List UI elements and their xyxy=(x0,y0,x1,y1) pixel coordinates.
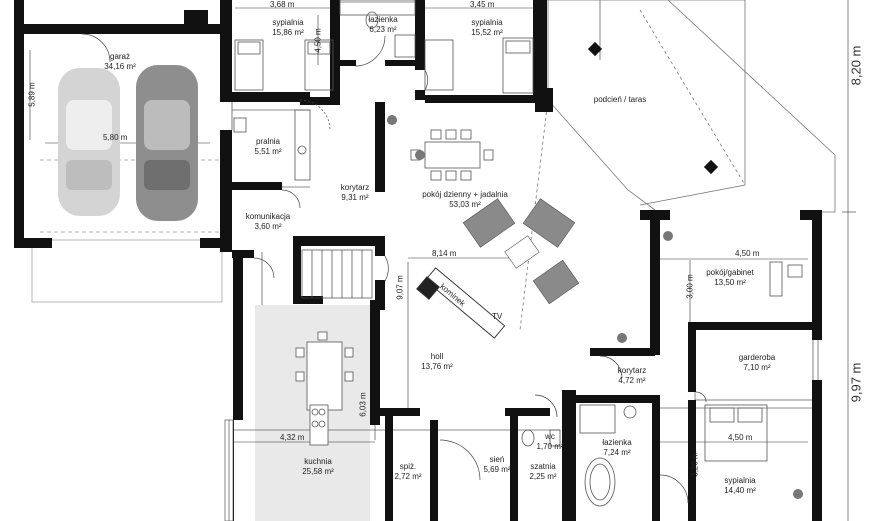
room-area: 7,10 m² xyxy=(743,363,771,372)
room-name: sypialnia xyxy=(724,476,756,485)
room-label-wc: wc 1,70 m² xyxy=(536,432,563,452)
room-label-bath1: łazienka 6,23 m² xyxy=(368,15,397,35)
room-name: pokój/gabinet xyxy=(706,268,754,277)
room-label-living: pokój dzienny + jadalnia 53,03 m² xyxy=(422,190,508,210)
room-name: kuchnia xyxy=(304,457,332,466)
room-name: sypialnia xyxy=(272,18,304,27)
room-name: korytarz xyxy=(340,183,370,192)
room-area: 34,16 m² xyxy=(104,62,136,71)
kitchen-island xyxy=(295,331,354,446)
car-right xyxy=(136,65,198,221)
room-name: garderoba xyxy=(738,353,776,362)
room-name: komunikacja xyxy=(245,212,291,221)
stairs xyxy=(301,249,373,299)
dim-300: 3,00 m xyxy=(685,274,695,299)
room-name: spiż. xyxy=(399,462,417,471)
sofas xyxy=(462,198,580,305)
room-label-bed3: sypialnia 14,40 m² xyxy=(724,476,756,496)
room-area: 2,72 m² xyxy=(394,472,422,481)
room-area: 7,24 m² xyxy=(603,448,631,457)
room-name: pokój dzienny + jadalnia xyxy=(422,190,508,199)
room-area: 2,25 m² xyxy=(529,472,557,481)
room-area: 53,03 m² xyxy=(449,200,481,209)
room-label-kitchen: kuchnia 25,58 m² xyxy=(302,457,334,477)
room-name: łazienka xyxy=(602,438,632,447)
car-left xyxy=(58,68,120,216)
dining-set xyxy=(410,129,494,181)
room-label-bed2: sypialnia 15,52 m² xyxy=(471,18,503,38)
windows xyxy=(224,340,819,521)
room-area: 15,52 m² xyxy=(471,28,503,37)
room-label-pantry: spiż. 2,72 m² xyxy=(394,462,421,482)
room-label-corridor2: korytarz 4,72 m² xyxy=(618,366,646,386)
room-area: 13,76 m² xyxy=(421,362,453,371)
dim-603: 6,03 m xyxy=(358,392,368,417)
room-label-hall: holl 13,76 m² xyxy=(421,352,453,372)
study-desk xyxy=(769,261,803,297)
room-name: korytarz xyxy=(617,366,647,375)
room-label-comm: komunikacja 3,60 m² xyxy=(246,212,290,232)
room-area: 25,58 m² xyxy=(302,467,334,476)
room-label-wardrobe: garderoba 7,10 m² xyxy=(739,353,775,373)
dim-432: 4,32 m xyxy=(280,433,305,442)
room-area: 3,60 m² xyxy=(254,222,282,231)
dim-820: 8,20 m xyxy=(848,45,864,86)
room-label-closet: szatnia 2,25 m² xyxy=(529,462,556,482)
dim-450a: 4,50 m xyxy=(313,28,323,53)
fireplace xyxy=(416,267,506,339)
room-area: 5,69 m² xyxy=(483,465,511,474)
bath-2-fixtures xyxy=(579,404,637,507)
room-area: 6,23 m² xyxy=(369,25,397,34)
room-name: pralnia xyxy=(255,137,280,146)
room-label-vestibule: sień 5,69 m² xyxy=(483,455,510,475)
room-area: 13,50 m² xyxy=(714,278,746,287)
room-name: garaż xyxy=(109,52,131,61)
dim-368: 3,68 m xyxy=(270,0,295,9)
room-label-study: pokój/gabinet 13,50 m² xyxy=(706,268,754,288)
room-label-corridor1: korytarz 9,31 m² xyxy=(341,183,369,203)
room-name: podcień / taras xyxy=(593,95,647,104)
dim-450b: 4,50 m xyxy=(735,249,760,258)
room-label-garage: garaż 34,16 m² xyxy=(104,52,136,72)
dim-580: 5,80 m xyxy=(103,133,128,142)
room-name: wc xyxy=(545,432,555,441)
dim-320: 3,20 m xyxy=(690,452,700,477)
room-name: sień xyxy=(489,455,505,464)
room-name: holl xyxy=(430,352,444,361)
room-area: 14,40 m² xyxy=(724,486,756,495)
dim-997: 9,97 m xyxy=(848,362,864,403)
room-label-bath2: łazienka 7,24 m² xyxy=(602,438,631,458)
room-area: 15,86 m² xyxy=(272,28,304,37)
dim-345: 3,45 m xyxy=(470,0,495,9)
room-area: 4,72 m² xyxy=(618,376,646,385)
dim-814: 8,14 m xyxy=(432,249,457,258)
room-area: 1,70 m² xyxy=(536,442,564,451)
room-label-porch: podcień / taras xyxy=(594,95,646,105)
room-area: 5,51 m² xyxy=(254,147,282,156)
bed-3 xyxy=(704,404,768,462)
bath-1-fixtures xyxy=(339,0,416,58)
room-name: szatnia xyxy=(530,462,556,471)
room-label-laundry: pralnia 5,51 m² xyxy=(254,137,281,157)
wc-fixtures xyxy=(521,429,561,447)
tv-label: TV xyxy=(492,312,503,321)
dim-907: 9,07 m xyxy=(395,275,405,300)
room-label-bed1: sypialnia 15,86 m² xyxy=(272,18,304,38)
room-area: 9,31 m² xyxy=(341,193,369,202)
terrace-columns xyxy=(587,41,719,175)
dim-450c: 4,50 m xyxy=(728,433,753,442)
dim-589: 5,89 m xyxy=(27,82,37,107)
plants xyxy=(387,115,803,499)
bed-1 xyxy=(234,39,334,91)
room-name: sypialnia xyxy=(471,18,503,27)
door-swings xyxy=(81,33,707,504)
bed-2 xyxy=(424,37,534,94)
room-name: łazienka xyxy=(368,15,398,24)
walls xyxy=(14,0,822,521)
laundry-fixtures xyxy=(233,109,311,181)
